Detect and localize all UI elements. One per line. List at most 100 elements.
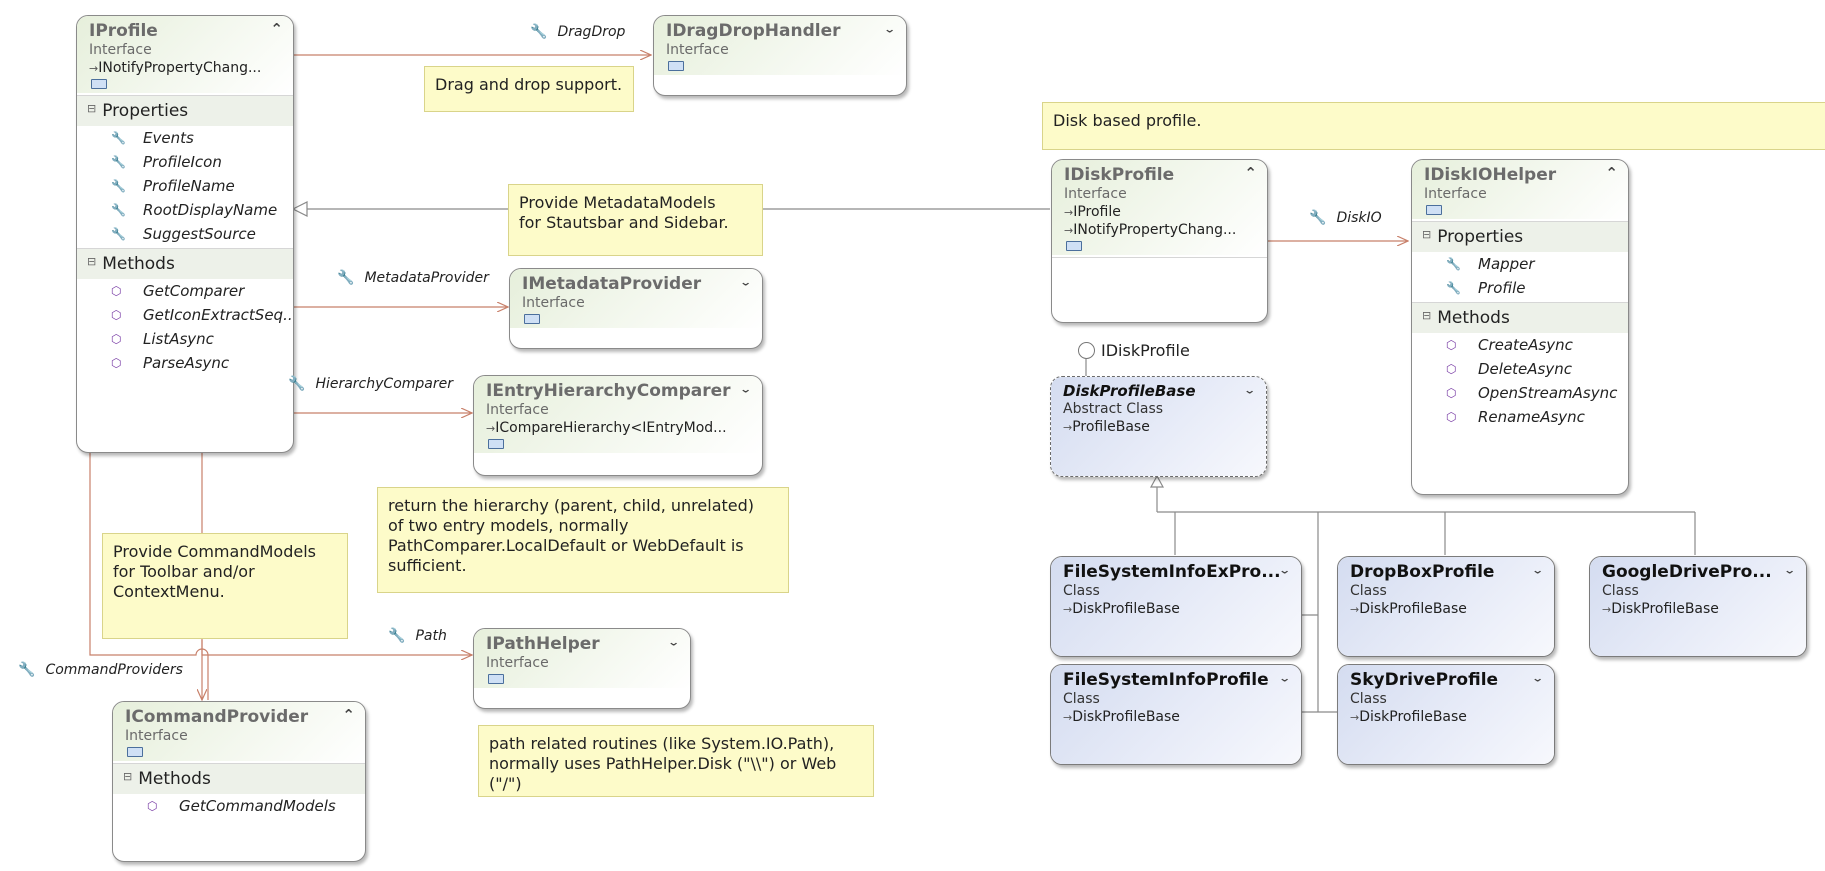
note-command-line: for Toolbar and/or xyxy=(113,562,255,581)
dropboxprofile-title: DropBoxProfile xyxy=(1350,562,1495,582)
icommandprovider-kind: Interface xyxy=(125,728,188,744)
property-icon: 🔧 xyxy=(1446,281,1461,295)
method-icon: ⬡ xyxy=(147,799,158,813)
library-icon xyxy=(1066,241,1082,251)
expand-chevron-icon[interactable]: ⌄ xyxy=(739,275,752,289)
idiskiohelper-methods-section[interactable]: Methods xyxy=(1412,302,1628,333)
note-disk: Disk based profile. xyxy=(1042,102,1825,150)
ipathhelper-box[interactable]: IPathHelper Interface ⌄ xyxy=(473,628,691,709)
collapse-chevron-icon[interactable]: ⌃ xyxy=(270,20,283,38)
library-icon xyxy=(524,314,540,324)
collapse-chevron-icon[interactable]: ⌃ xyxy=(1605,164,1618,182)
idiskiohelper-properties-section[interactable]: Properties xyxy=(1412,221,1628,252)
method-icon: ⬡ xyxy=(111,284,122,298)
filesysteminfoexprofile-box[interactable]: FileSystemInfoExPro... Class DiskProfile… xyxy=(1050,556,1302,657)
collapse-chevron-icon[interactable]: ⌃ xyxy=(342,706,355,724)
idiskprofile-box[interactable]: IDiskProfile Interface IProfile INotifyP… xyxy=(1051,159,1268,323)
iprofile-properties-section[interactable]: Properties xyxy=(77,95,293,126)
imetadataprovider-kind: Interface xyxy=(522,295,585,311)
googledriveprofile-kind: Class xyxy=(1602,583,1639,599)
expand-chevron-icon[interactable]: ⌄ xyxy=(667,635,680,649)
method-item[interactable]: ⬡RenameAsync xyxy=(1446,408,1585,426)
iprofile-title: IProfile xyxy=(89,21,158,41)
library-icon xyxy=(488,439,504,449)
method-item[interactable]: ⬡ListAsync xyxy=(111,330,214,348)
note-hierarchy-line: sufficient. xyxy=(388,556,467,575)
note-hierarchy: return the hierarchy (parent, child, unr… xyxy=(377,487,789,593)
filesysteminfoexprofile-header: FileSystemInfoExPro... Class DiskProfile… xyxy=(1051,557,1301,656)
note-metadata-line: for Stautsbar and Sidebar. xyxy=(519,213,729,232)
library-icon xyxy=(127,747,143,757)
googledriveprofile-inherits: DiskProfileBase xyxy=(1602,601,1796,617)
property-item[interactable]: 🔧SuggestSource xyxy=(111,225,256,243)
ipathhelper-title: IPathHelper xyxy=(486,634,600,654)
property-item[interactable]: 🔧ProfileIcon xyxy=(111,153,222,171)
method-item[interactable]: ⬡GetIconExtractSeq... xyxy=(111,306,294,324)
ientryhierarchycomparer-inherits: ICompareHierarchy<IEntryMod... xyxy=(486,420,752,436)
expand-chevron-icon[interactable]: ⌄ xyxy=(883,22,896,36)
idiskiohelper-box[interactable]: IDiskIOHelper Interface ⌃ Properties 🔧Ma… xyxy=(1411,159,1629,495)
method-icon: ⬡ xyxy=(1446,362,1457,376)
dropboxprofile-box[interactable]: DropBoxProfile Class DiskProfileBase ⌄ xyxy=(1337,556,1555,657)
icommandprovider-box[interactable]: ICommandProvider Interface ⌃ Methods ⬡Ge… xyxy=(112,701,366,862)
idiskprofile-title: IDiskProfile xyxy=(1064,165,1175,185)
method-item[interactable]: ⬡ParseAsync xyxy=(111,354,230,372)
property-item[interactable]: 🔧Mapper xyxy=(1446,255,1535,273)
property-item[interactable]: 🔧Events xyxy=(111,129,194,147)
expand-chevron-icon[interactable]: ⌄ xyxy=(1783,563,1796,577)
expand-chevron-icon[interactable]: ⌄ xyxy=(1278,563,1291,577)
method-icon: ⬡ xyxy=(111,308,122,322)
diskprofilebase-box[interactable]: DiskProfileBase Abstract Class ProfileBa… xyxy=(1050,376,1267,477)
method-item[interactable]: ⬡GetCommandModels xyxy=(147,797,336,815)
assoc-label-dragdrop: 🔧DragDrop xyxy=(530,24,626,40)
property-item[interactable]: 🔧Profile xyxy=(1446,279,1526,297)
expand-chevron-icon[interactable]: ⌄ xyxy=(1278,671,1291,685)
iprofile-methods-section[interactable]: Methods xyxy=(77,248,293,279)
library-icon xyxy=(91,79,107,89)
library-icon xyxy=(488,674,504,684)
assoc-label-diskio: 🔧DiskIO xyxy=(1309,210,1382,226)
note-hierarchy-line: of two entry models, normally xyxy=(388,516,629,535)
wrench-icon: 🔧 xyxy=(1309,210,1327,226)
note-path: path related routines (like System.IO.Pa… xyxy=(478,725,874,797)
iprofile-box[interactable]: IProfile Interface INotifyPropertyChang.… xyxy=(76,15,294,453)
expand-chevron-icon[interactable]: ⌄ xyxy=(1531,563,1544,577)
icommandprovider-methods-section[interactable]: Methods xyxy=(113,763,365,794)
diskprofilebase-inherits: ProfileBase xyxy=(1063,419,1256,435)
ientryhierarchycomparer-box[interactable]: IEntryHierarchyComparer Interface ICompa… xyxy=(473,375,763,476)
skydriveprofile-title: SkyDriveProfile xyxy=(1350,670,1499,690)
googledriveprofile-box[interactable]: GoogleDrivePro... Class DiskProfileBase … xyxy=(1589,556,1807,657)
property-item[interactable]: 🔧ProfileName xyxy=(111,177,235,195)
expand-chevron-icon[interactable]: ⌄ xyxy=(1531,671,1544,685)
note-hierarchy-line: PathComparer.LocalDefault or WebDefault … xyxy=(388,536,744,555)
ipathhelper-kind: Interface xyxy=(486,655,549,671)
idragdrophandler-box[interactable]: IDragDropHandler Interface ⌄ xyxy=(653,15,907,96)
property-item[interactable]: 🔧RootDisplayName xyxy=(111,201,278,219)
property-icon: 🔧 xyxy=(111,203,126,217)
expand-chevron-icon[interactable]: ⌄ xyxy=(1243,383,1256,397)
dropboxprofile-header: DropBoxProfile Class DiskProfileBase ⌄ xyxy=(1338,557,1554,656)
filesysteminfoexprofile-kind: Class xyxy=(1063,583,1100,599)
filesysteminfoprofile-box[interactable]: FileSystemInfoProfile Class DiskProfileB… xyxy=(1050,664,1302,765)
property-icon: 🔧 xyxy=(111,179,126,193)
method-item[interactable]: ⬡GetComparer xyxy=(111,282,245,300)
note-command-line: ContextMenu. xyxy=(113,582,225,601)
idiskprofile-inherits: IProfile xyxy=(1064,204,1257,220)
collapse-chevron-icon[interactable]: ⌃ xyxy=(1244,164,1257,182)
method-item[interactable]: ⬡DeleteAsync xyxy=(1446,360,1572,378)
idiskiohelper-kind: Interface xyxy=(1424,186,1487,202)
skydriveprofile-box[interactable]: SkyDriveProfile Class DiskProfileBase ⌄ xyxy=(1337,664,1555,765)
iprofile-inherits: INotifyPropertyChang... xyxy=(89,60,283,76)
note-metadata: Provide MetadataModels for Stautsbar and… xyxy=(508,184,763,256)
idiskprofile-kind: Interface xyxy=(1064,186,1127,202)
skydriveprofile-header: SkyDriveProfile Class DiskProfileBase ⌄ xyxy=(1338,665,1554,764)
idiskiohelper-header: IDiskIOHelper Interface ⌃ xyxy=(1412,160,1628,219)
method-item[interactable]: ⬡CreateAsync xyxy=(1446,336,1573,354)
imetadataprovider-box[interactable]: IMetadataProvider Interface ⌄ xyxy=(509,268,763,349)
note-disk-text: Disk based profile. xyxy=(1053,111,1202,130)
ipathhelper-header: IPathHelper Interface ⌄ xyxy=(474,629,690,688)
assoc-line-command xyxy=(89,452,209,700)
dropboxprofile-kind: Class xyxy=(1350,583,1387,599)
expand-chevron-icon[interactable]: ⌄ xyxy=(739,382,752,396)
method-item[interactable]: ⬡OpenStreamAsync xyxy=(1446,384,1618,402)
